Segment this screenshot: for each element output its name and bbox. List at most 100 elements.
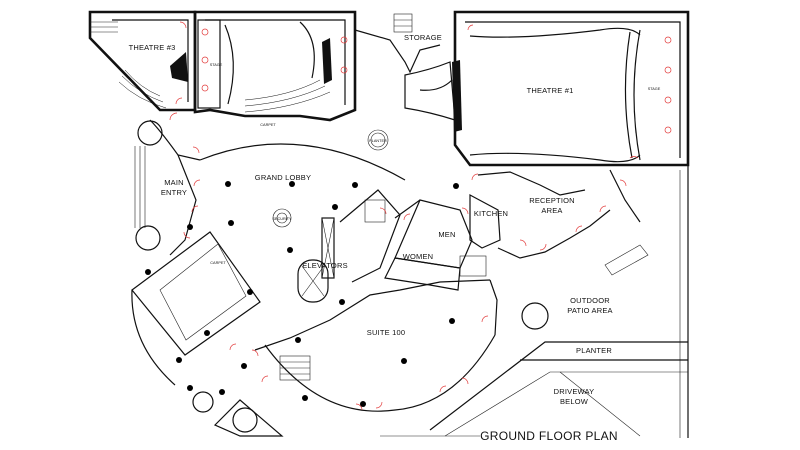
column-dot <box>339 299 345 305</box>
label-women: WOMEN <box>403 252 434 261</box>
theatre-1-curve-bottom <box>469 152 641 163</box>
column-dot <box>289 181 295 187</box>
door-swing <box>183 231 191 239</box>
label-reception-1: RECEPTION <box>529 196 575 205</box>
door-swings <box>169 112 627 411</box>
door-swing <box>461 207 469 215</box>
carpet-outer <box>131 231 261 356</box>
column-dot <box>176 357 182 363</box>
theatre-3 <box>88 10 197 112</box>
theatre-3-seating-row <box>118 81 167 109</box>
grand-lobby <box>134 119 406 303</box>
column-dot <box>187 224 193 230</box>
theatre-2-inner-wall <box>205 19 346 105</box>
theatre-1-door <box>664 66 672 74</box>
door-swing <box>403 213 411 221</box>
men-room <box>394 199 473 269</box>
theatre-2-screen <box>322 38 332 84</box>
label-reception-2: AREA <box>541 206 562 215</box>
door-swing <box>439 385 447 393</box>
driveway-ramp <box>559 371 641 437</box>
room-labels: THEATRE #3 THEATRE #1 STORAGE STAGE STAG… <box>129 33 661 443</box>
storage-corridor <box>404 61 456 121</box>
label-outdoor-2: PATIO AREA <box>567 306 612 315</box>
column-dot <box>332 204 338 210</box>
main-entry-wall <box>169 154 197 256</box>
theatre-2-door <box>340 66 348 74</box>
theatre-3-stage-shape <box>170 52 188 82</box>
elevator-x <box>321 217 335 279</box>
security-desk <box>272 208 292 228</box>
women-room <box>384 257 461 291</box>
door-swing <box>375 401 383 409</box>
columns <box>145 181 459 407</box>
door-swing <box>193 179 201 187</box>
door-swing <box>379 207 387 215</box>
service-rooms <box>384 169 649 291</box>
door-swing <box>481 315 489 323</box>
theatre-3-door <box>179 21 187 29</box>
entry-column <box>135 225 161 251</box>
theatre-3-seating-row <box>124 69 161 97</box>
label-carpet-top: CARPET <box>260 123 276 127</box>
grand-lobby-curve-top <box>199 143 406 181</box>
storage-stair <box>393 13 413 33</box>
column-dot <box>287 247 293 253</box>
door-swing <box>251 349 259 357</box>
label-theatre-3: THEATRE #3 <box>129 43 176 52</box>
label-outdoor-1: OUTDOOR <box>570 296 610 305</box>
theatre-1-door <box>467 24 474 31</box>
theatre-1-screen <box>452 60 462 132</box>
outdoor-area <box>192 165 689 438</box>
elevator-x <box>301 265 325 297</box>
theatre-1-door <box>629 156 639 159</box>
theatre-1-lobby-curve <box>419 79 453 91</box>
column-dot <box>302 395 308 401</box>
column-dot <box>352 182 358 188</box>
patio-column <box>521 302 549 330</box>
lower-column <box>192 391 214 413</box>
planter-round-inner <box>370 132 386 148</box>
label-driveway-2: BELOW <box>560 397 589 406</box>
theatre-2-seating-row <box>244 79 321 101</box>
reception-bottom-wall <box>497 209 611 259</box>
security-desk-inner <box>276 212 288 224</box>
label-driveway-1: DRIVEWAY <box>554 387 595 396</box>
door-swing <box>575 225 583 233</box>
theatre-1-walls <box>453 10 690 167</box>
theatre-1-stage-edge <box>624 31 633 159</box>
patio-bench <box>604 244 649 276</box>
suite-100-right-wall <box>489 279 498 336</box>
theatre-1-door <box>664 126 672 134</box>
kitchen-room <box>469 193 501 249</box>
carpet-inner <box>159 243 247 341</box>
label-storage: STORAGE <box>404 33 442 42</box>
restroom-stall <box>459 255 487 277</box>
column-dot <box>228 220 234 226</box>
planter-round <box>367 129 389 151</box>
column-dot <box>187 385 193 391</box>
label-main-entry-2: ENTRY <box>161 188 187 197</box>
theatre-1-door <box>664 36 672 44</box>
column-dot <box>241 363 247 369</box>
label-stage-left: STAGE <box>210 63 223 67</box>
label-security: SECURITY <box>272 217 292 221</box>
suite-100-top-wall <box>254 279 491 351</box>
entry-column <box>137 120 163 146</box>
label-planter: PLANTER <box>576 346 612 355</box>
carpet-area <box>131 231 261 386</box>
column-dot <box>295 337 301 343</box>
door-swing <box>229 343 237 351</box>
elevator-cab <box>297 259 329 303</box>
lobby-curve-left <box>131 289 176 386</box>
label-elevators: ELEVATORS <box>302 261 348 270</box>
label-carpet-lobby: CARPET <box>210 261 226 265</box>
door-swing <box>539 243 547 251</box>
theatre-2-door <box>201 84 209 92</box>
door-swing <box>169 112 178 121</box>
men-wall <box>394 199 421 219</box>
label-grand-lobby: GRAND LOBBY <box>255 173 311 182</box>
column-dot <box>401 358 407 364</box>
